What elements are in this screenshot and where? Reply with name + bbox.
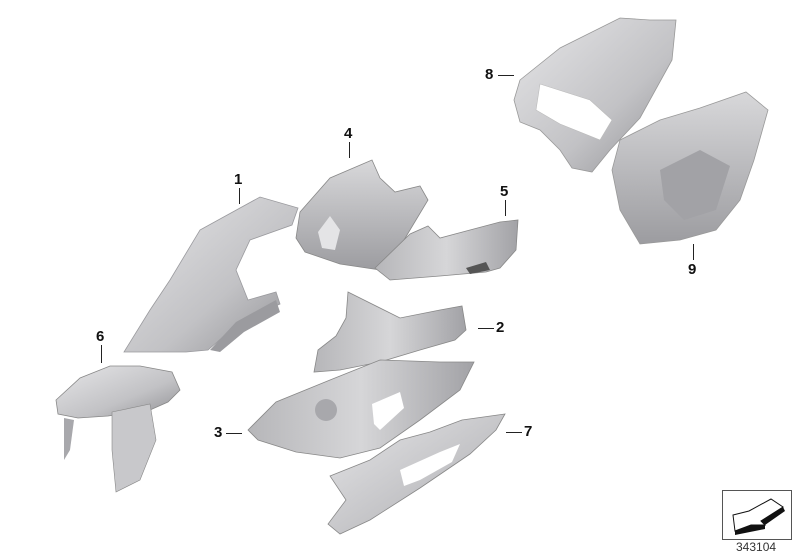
part-2-inner-trim[interactable] [313, 291, 467, 373]
view-direction-box [722, 490, 792, 540]
part-9-rear-cowl[interactable] [611, 91, 769, 245]
part-1-side-fairing[interactable] [123, 196, 299, 353]
callout-1: 1 [234, 171, 243, 188]
callout-3: 3 [214, 424, 223, 441]
leader-5 [505, 200, 506, 216]
reference-number: 343104 [736, 540, 777, 554]
arrow-icon [732, 498, 785, 535]
part-7-belly-pan[interactable] [327, 413, 506, 535]
callout-6: 6 [96, 328, 105, 345]
leader-7 [506, 432, 522, 433]
part-6-front-mudguard[interactable] [55, 365, 181, 493]
callout-4: 4 [344, 125, 353, 142]
callout-9: 9 [688, 261, 697, 278]
callout-7: 7 [524, 423, 533, 440]
part-8-tail-upper[interactable] [513, 17, 677, 173]
part-4-tank-cover[interactable] [295, 159, 429, 271]
leader-3 [226, 433, 242, 434]
leader-1 [239, 188, 240, 204]
leader-2 [478, 328, 494, 329]
leader-6 [101, 345, 102, 363]
part-3-side-fairing[interactable] [247, 359, 475, 459]
callout-2: 2 [496, 319, 505, 336]
leader-4 [349, 142, 350, 158]
callout-8: 8 [485, 66, 494, 83]
callout-5: 5 [500, 183, 509, 200]
leader-9 [693, 244, 694, 260]
leader-8 [498, 75, 514, 76]
part-5-front-panel[interactable] [374, 219, 519, 281]
